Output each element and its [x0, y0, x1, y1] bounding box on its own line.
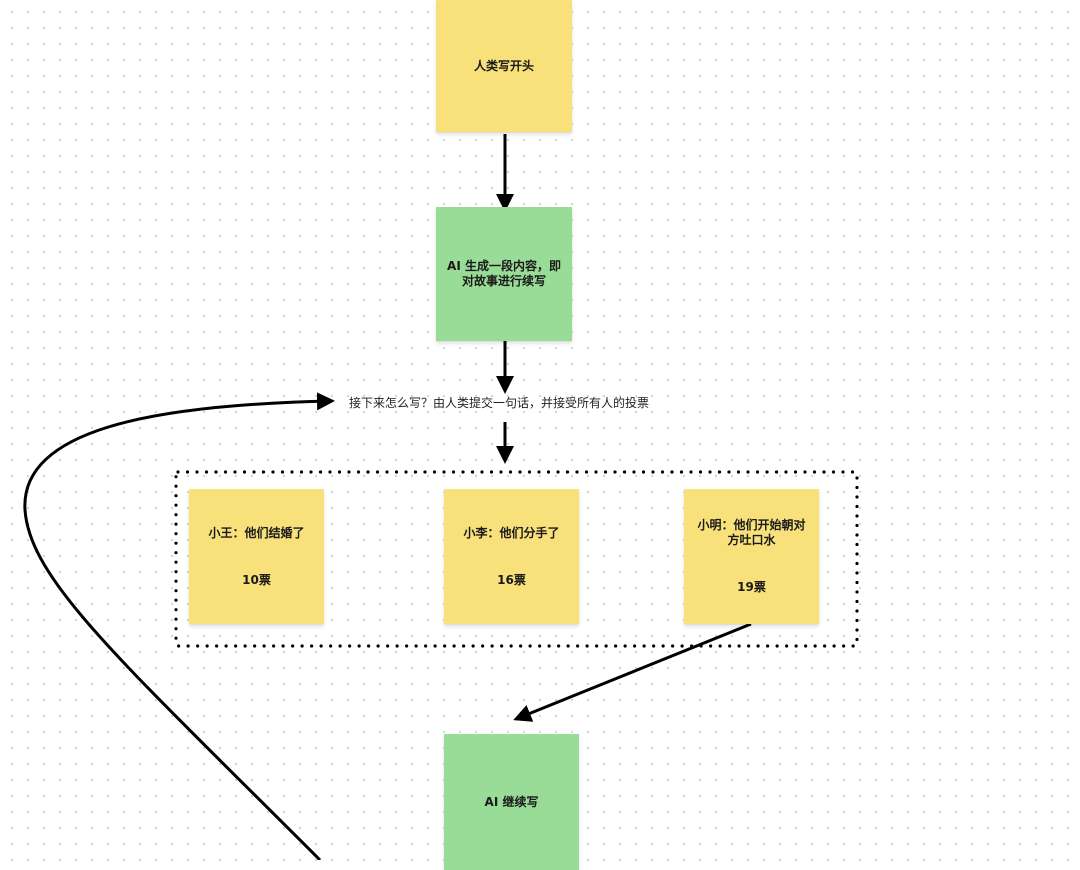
option-3-text: 小明：他们开始朝对方吐口水 — [697, 518, 806, 547]
arrow-loop-back-to-prompt[interactable] — [23, 392, 335, 860]
sticky-note-start-text: 人类写开头 — [473, 58, 534, 73]
sticky-note-option-3[interactable]: 小明：他们开始朝对方吐口水 19票 — [684, 489, 819, 624]
sticky-note-option-2[interactable]: 小李：他们分手了 16票 — [444, 489, 579, 624]
arrow-option3-to-ai-continue[interactable] — [513, 622, 752, 722]
prompt-text-label[interactable]: 接下来怎么写？由人类提交一句话，并接受所有人的投票 — [349, 396, 650, 410]
sticky-note-start[interactable]: 人类写开头 — [436, 0, 572, 132]
sticky-note-option-1[interactable]: 小王：他们结婚了 10票 — [189, 489, 324, 624]
sticky-note-ai-continue-text: AI 继续写 — [484, 794, 539, 809]
option-1-text: 小王：他们结婚了 — [208, 525, 305, 540]
option-2-text: 小李：他们分手了 — [463, 525, 560, 540]
option-1-votes: 10票 — [242, 572, 271, 587]
sticky-note-ai-generate[interactable]: AI 生成一段内容，即对故事进行续写 — [436, 207, 572, 341]
option-3-votes: 19票 — [737, 580, 766, 594]
sticky-note-ai-continue[interactable]: AI 继续写 — [444, 734, 579, 870]
sticky-note-ai-generate-text: AI 生成一段内容，即对故事进行续写 — [447, 259, 561, 288]
option-2-votes: 16票 — [497, 572, 526, 587]
